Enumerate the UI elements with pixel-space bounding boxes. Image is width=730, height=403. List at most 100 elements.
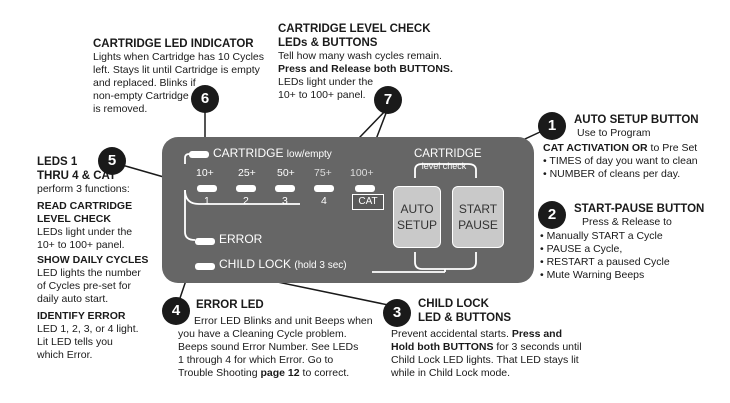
callout-7-line: LEDs light under the bbox=[278, 76, 374, 88]
badge-6: 6 bbox=[191, 85, 219, 113]
callout-6-line: and replaced. Blinks if bbox=[93, 77, 196, 89]
callout-1-heading: AUTO SETUP BUTTON Use to Program bbox=[574, 113, 699, 140]
start-pause-line1: START bbox=[458, 202, 498, 216]
callout-3-line1: Prevent accidental starts. bbox=[391, 328, 512, 340]
child-lock-sub: (hold 3 sec) bbox=[294, 260, 347, 271]
badge-7: 7 bbox=[374, 86, 402, 114]
level-label-100: 100+ bbox=[350, 167, 374, 179]
badge-1: 1 bbox=[538, 112, 566, 140]
callout-3-heading: CHILD LOCK LED & BUTTONS bbox=[418, 297, 511, 325]
callout-5-s1-title: READ CARTRIDGE bbox=[37, 200, 133, 212]
callout-2-sub: Press & Release to bbox=[582, 216, 672, 228]
callout-3-line2-bold: Hold both BUTTONS bbox=[391, 341, 494, 353]
auto-setup-line2: SETUP bbox=[396, 218, 437, 232]
number-label-1: 1 bbox=[204, 195, 210, 207]
badge-4: 4 bbox=[162, 297, 190, 325]
child-lock-led bbox=[195, 263, 215, 270]
callout-3-line3: Child Lock LED lights. That LED stays li… bbox=[391, 354, 579, 366]
callout-4-line: 1 through 4 for which Error. Go to bbox=[178, 354, 334, 366]
callout-4-line: Error LED Blinks and unit Beeps when bbox=[194, 315, 373, 327]
callout-5-title: LEDS 1 bbox=[37, 156, 78, 168]
callout-2-bullet: • RESTART a paused Cycle bbox=[540, 256, 670, 268]
callout-5-s2-title: SHOW DAILY CYCLES bbox=[37, 254, 149, 266]
callout-4-page-ref: page 12 bbox=[260, 367, 300, 379]
led-1 bbox=[197, 185, 217, 192]
child-lock-label: CHILD LOCK (hold 3 sec) bbox=[219, 257, 347, 271]
callout-6-line: non-empty Cartridge bbox=[93, 90, 189, 102]
start-pause-line2: PAUSE bbox=[458, 218, 498, 232]
child-lock-text: CHILD LOCK bbox=[219, 257, 292, 271]
callout-2-bullet: • PAUSE a Cycle, bbox=[540, 243, 623, 255]
callout-3-line2-rest: for 3 seconds until bbox=[493, 341, 582, 353]
level-check-sub: level check bbox=[421, 161, 467, 171]
level-label-10: 10+ bbox=[196, 167, 214, 179]
callout-2-heading: START-PAUSE BUTTON Press & Release to bbox=[574, 202, 704, 229]
callout-5-s2-line: daily auto start. bbox=[37, 293, 109, 305]
callout-5-title: THRU 4 & CAT bbox=[37, 170, 117, 182]
led-2 bbox=[236, 185, 256, 192]
callout-4-body: Error LED Blinks and unit Beeps when you… bbox=[178, 315, 373, 380]
callout-4-last-prefix: Trouble Shooting bbox=[178, 367, 261, 379]
callout-6-title: CARTRIDGE LED INDICATOR bbox=[93, 38, 254, 50]
callout-5-s2-line: LED lights the number bbox=[37, 267, 141, 279]
callout-1-title: AUTO SETUP BUTTON bbox=[574, 114, 699, 126]
callout-7-text: CARTRIDGE LEVEL CHECK LEDs & BUTTONS Tel… bbox=[278, 22, 453, 102]
callout-5-s1-title: LEVEL CHECK bbox=[37, 213, 111, 225]
number-label-4: 4 bbox=[321, 195, 327, 207]
callout-7-title: CARTRIDGE LEVEL CHECK bbox=[278, 23, 431, 35]
callout-3-line1-bold: Press and bbox=[511, 328, 563, 340]
callout-5-s3-line: which Error. bbox=[37, 349, 93, 361]
level-check-title: CARTRIDGE bbox=[414, 148, 482, 160]
number-label-2: 2 bbox=[243, 195, 249, 207]
auto-setup-button[interactable]: AUTO SETUP bbox=[393, 186, 441, 248]
callout-1-bullet: • NUMBER of cleans per day. bbox=[543, 168, 681, 180]
callout-5-s3-line: Lit LED tells you bbox=[37, 336, 113, 348]
number-label-3: 3 bbox=[282, 195, 288, 207]
led-3 bbox=[275, 185, 295, 192]
callout-3-line4: while in Child Lock mode. bbox=[391, 367, 511, 379]
cartridge-sub-label: low/empty bbox=[286, 149, 332, 160]
led-4 bbox=[314, 185, 334, 192]
callout-4-heading: ERROR LED bbox=[196, 298, 264, 312]
callout-7-line: 10+ to 100+ panel. bbox=[278, 89, 366, 101]
level-label-50: 50+ bbox=[277, 167, 295, 179]
cartridge-label: CARTRIDGE bbox=[213, 146, 284, 160]
callout-5-s3-line: LED 1, 2, 3, or 4 light. bbox=[37, 323, 139, 335]
callout-7-line: Tell how many wash cycles remain. bbox=[278, 50, 442, 62]
callout-6-line: left. Stays lit until Cartridge is empty bbox=[93, 64, 260, 76]
error-label: ERROR bbox=[219, 232, 263, 246]
cat-label: CAT bbox=[352, 194, 384, 210]
cartridge-led bbox=[189, 151, 209, 158]
callout-6-text: CARTRIDGE LED INDICATOR Lights when Cart… bbox=[93, 37, 264, 116]
callout-2-bullet: • Mute Warning Beeps bbox=[540, 269, 645, 281]
callout-5-s1-line: LEDs light under the bbox=[37, 226, 133, 238]
callout-4-title: ERROR LED bbox=[196, 299, 264, 311]
callout-2-bullet: • Manually START a Cycle bbox=[540, 230, 663, 242]
badge-5: 5 bbox=[98, 147, 126, 175]
cartridge-low-empty-label: CARTRIDGE low/empty bbox=[213, 146, 332, 160]
callout-7-title: LEDs & BUTTONS bbox=[278, 37, 378, 49]
level-check-label: CARTRIDGE level check bbox=[414, 148, 482, 172]
callout-5-text: LEDS 1 THRU 4 & CAT perform 3 functions:… bbox=[37, 155, 148, 362]
callout-5-s1-line: 10+ to 100+ panel. bbox=[37, 239, 125, 251]
callout-4-line: Beeps sound Error Number. See LEDs bbox=[178, 341, 359, 353]
start-pause-button[interactable]: START PAUSE bbox=[452, 186, 504, 248]
callout-1-sub: Use to Program bbox=[577, 127, 651, 139]
callout-6-line: Lights when Cartridge has 10 Cycles bbox=[93, 51, 265, 63]
callout-5-s2-line: of Cycles pre-set for bbox=[37, 280, 131, 292]
callout-3-title: CHILD LOCK bbox=[418, 298, 489, 310]
callout-5-sub: perform 3 functions: bbox=[37, 183, 130, 195]
callout-4-last-suffix: to correct. bbox=[299, 367, 350, 379]
level-label-75: 75+ bbox=[314, 167, 332, 179]
auto-setup-line1: AUTO bbox=[400, 202, 434, 216]
callout-1-bold: CAT ACTIVATION OR bbox=[543, 142, 648, 154]
badge-3: 3 bbox=[383, 299, 411, 327]
error-led bbox=[195, 238, 215, 245]
callout-6-line: is removed. bbox=[93, 103, 148, 115]
callout-4-line: you have a Cleaning Cycle problem. bbox=[178, 328, 347, 340]
level-label-25: 25+ bbox=[238, 167, 256, 179]
badge-2: 2 bbox=[538, 201, 566, 229]
callout-2-title: START-PAUSE BUTTON bbox=[574, 203, 705, 215]
callout-3-title: LED & BUTTONS bbox=[418, 312, 512, 324]
